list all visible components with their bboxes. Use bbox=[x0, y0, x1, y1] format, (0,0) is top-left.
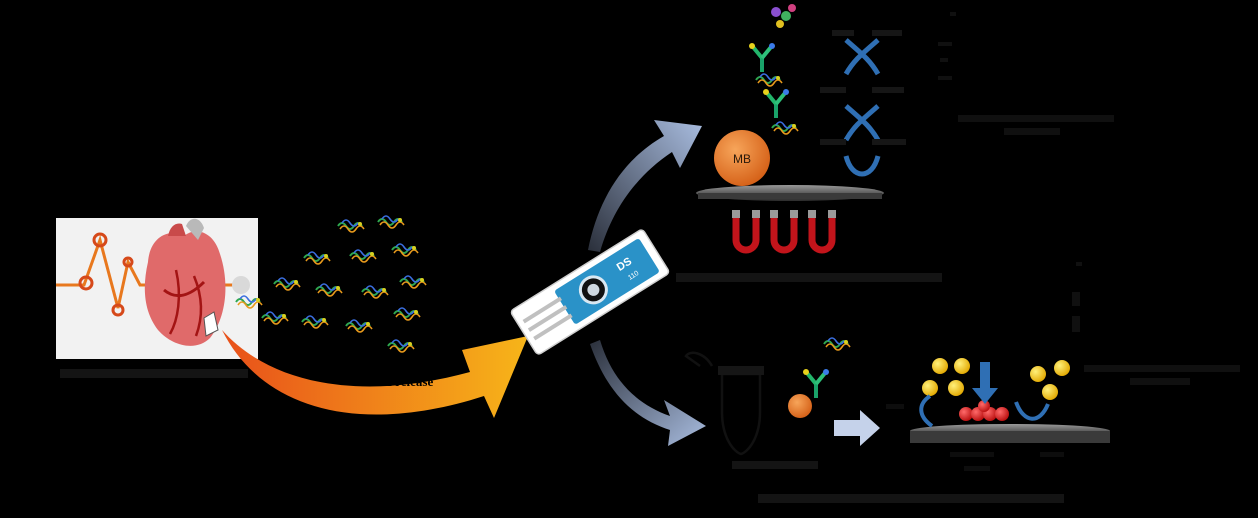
upper-note-text-2 bbox=[1004, 128, 1060, 135]
heart-panel bbox=[56, 218, 258, 359]
magnet-icon bbox=[732, 216, 836, 254]
ecg-trace-icon bbox=[56, 232, 250, 317]
electron-transfer-arrows bbox=[919, 394, 1050, 428]
protein-molecule-icon bbox=[303, 251, 331, 265]
magnetic-bead-icon bbox=[714, 130, 770, 186]
protein-molecule-icon bbox=[337, 219, 365, 233]
antibody-icon bbox=[801, 367, 831, 400]
nanoparticle-assay-panel bbox=[684, 337, 1110, 471]
protein-molecule-icon bbox=[399, 275, 427, 289]
magnet-poles bbox=[732, 210, 836, 218]
redox-species-text bbox=[820, 30, 906, 145]
down-arrow-icon bbox=[972, 362, 998, 404]
gold-nanoparticle-icon bbox=[922, 358, 1070, 400]
magnetic-bead-label: MB bbox=[733, 152, 751, 166]
protein-molecule-icon bbox=[771, 121, 799, 135]
lower-note-text-2 bbox=[1130, 378, 1190, 385]
lower-note-text bbox=[1084, 365, 1240, 372]
release-arrow bbox=[222, 330, 528, 418]
protein-molecule-icon bbox=[361, 285, 389, 299]
antibody-icon bbox=[761, 87, 791, 120]
flow-arrow-down bbox=[590, 340, 706, 446]
protein-molecule-icon bbox=[387, 339, 415, 353]
nanoparticle-caption-text bbox=[758, 494, 1064, 503]
upper-note-text bbox=[958, 115, 1114, 122]
release-label: hcTnI release bbox=[358, 374, 434, 389]
labelled-antibody-icon bbox=[771, 4, 796, 28]
protein-molecule-icon bbox=[261, 311, 289, 325]
protein-molecule-icon bbox=[345, 319, 373, 333]
microtube-icon bbox=[684, 351, 764, 456]
magnetic-bead-icon bbox=[788, 394, 812, 418]
screen-printed-electrode-icon: DS 110 bbox=[510, 229, 670, 355]
protein-molecule-icon bbox=[349, 249, 377, 263]
red-nanoparticle-cluster bbox=[959, 400, 1009, 421]
released-proteins bbox=[235, 215, 427, 353]
magnetic-caption-text bbox=[676, 273, 942, 282]
axis-tick-text bbox=[938, 12, 956, 80]
antibody-icon bbox=[747, 41, 777, 74]
heart-caption-text bbox=[60, 369, 248, 378]
strip-model: 110 bbox=[627, 270, 640, 282]
protein-molecule-icon bbox=[393, 307, 421, 321]
protein-molecule-icon bbox=[755, 73, 783, 87]
heart-icon bbox=[144, 218, 226, 346]
protein-molecule-icon bbox=[391, 243, 419, 257]
flow-arrow-up bbox=[588, 120, 702, 252]
magnetic-immunoassay-panel: MB bbox=[696, 4, 956, 254]
redox-cycle-arrows bbox=[843, 38, 881, 177]
protein-molecule-icon bbox=[301, 315, 329, 329]
protein-molecule-icon bbox=[823, 337, 851, 351]
lower-panel-small-text bbox=[886, 404, 1064, 471]
microtube-caption-text bbox=[732, 461, 818, 469]
protein-molecule-icon bbox=[273, 277, 301, 291]
protein-molecule-icon bbox=[315, 283, 343, 297]
lower-axis-tick-text bbox=[1072, 262, 1082, 332]
protein-molecule-icon bbox=[377, 215, 405, 229]
block-arrow-icon bbox=[834, 410, 880, 446]
